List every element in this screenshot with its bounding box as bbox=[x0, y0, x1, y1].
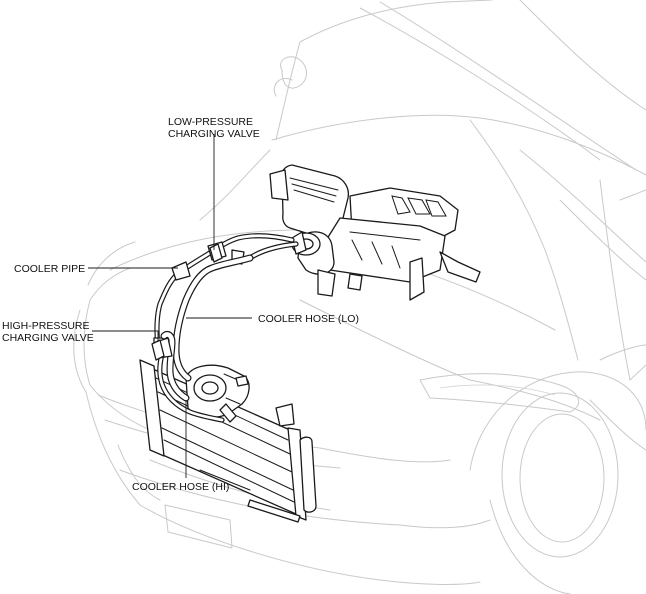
hvac-unit bbox=[269, 164, 481, 301]
low-pressure-charging-valve bbox=[209, 243, 223, 263]
condenser bbox=[139, 349, 317, 523]
label-high-pressure-line1: HIGH-PRESSURE bbox=[2, 320, 90, 332]
label-cooler-pipe: COOLER PIPE bbox=[14, 263, 85, 275]
label-low-pressure-valve: LOW-PRESSURE CHARGING VALVE bbox=[168, 116, 260, 140]
label-cooler-hose-hi: COOLER HOSE (HI) bbox=[132, 481, 229, 493]
label-low-pressure-line1: LOW-PRESSURE bbox=[168, 116, 253, 128]
leader-lines bbox=[88, 134, 252, 478]
label-cooler-hose-lo: COOLER HOSE (LO) bbox=[258, 313, 359, 325]
label-high-pressure-line2: CHARGING VALVE bbox=[2, 332, 94, 344]
leader-high-pressure bbox=[92, 330, 159, 342]
high-pressure-charging-valve bbox=[151, 339, 165, 361]
cooler-hose-hi bbox=[155, 330, 225, 423]
cooler-hose-lo bbox=[172, 254, 254, 382]
vehicle-outline bbox=[73, 0, 646, 594]
label-high-pressure-valve: HIGH-PRESSURE CHARGING VALVE bbox=[2, 320, 94, 344]
label-low-pressure-line2: CHARGING VALVE bbox=[168, 128, 260, 140]
